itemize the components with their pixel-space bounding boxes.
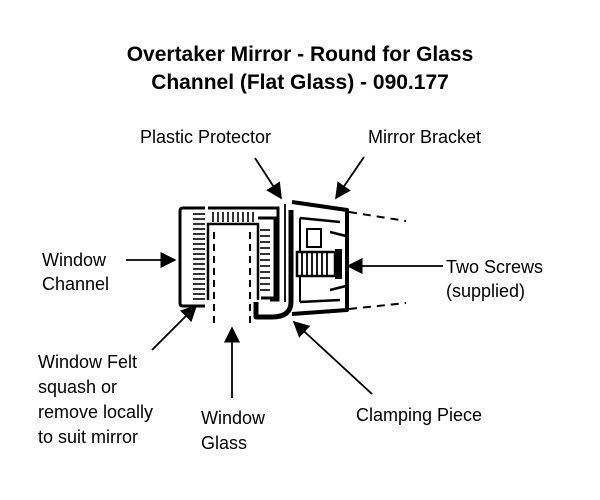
label-window-glass-line-2: Glass	[201, 433, 248, 453]
clamping-piece-arrow	[292, 320, 373, 395]
label-window-glass-line-1: Window	[201, 408, 266, 428]
label-window-channel-line-2: Channel	[42, 274, 110, 294]
diagram-title-line-1: Overtaker Mirror - Round for Glass	[126, 43, 474, 66]
label-window-felt-line-4: to suit mirror	[38, 427, 139, 447]
diagram-title-line-2: Channel (Flat Glass) - 090.177	[151, 71, 449, 94]
label-two-screws-line-1: Two Screws	[446, 257, 544, 277]
window-felt-arrow	[151, 304, 198, 351]
label-window-felt-line-1: Window Felt	[38, 352, 138, 372]
label-window-felt-line-2: squash or	[38, 377, 118, 397]
label-clamping-piece: Clamping Piece	[356, 405, 483, 425]
window-felt-hatching	[193, 212, 270, 300]
label-two-screws-line-2: (supplied)	[446, 281, 526, 301]
label-window-channel-line-1: Window	[42, 250, 107, 270]
clamping-piece-part	[253, 210, 294, 320]
label-window-felt-line-3: remove locally	[38, 402, 154, 422]
plastic-protector-arrow	[254, 157, 282, 200]
screw-part	[295, 228, 342, 279]
mirror-bracket-arrow	[335, 156, 365, 200]
label-mirror-bracket: Mirror Bracket	[368, 127, 482, 147]
clamping-piece-inner	[258, 216, 277, 300]
window-glass-part	[213, 232, 251, 326]
window-channel-part	[178, 206, 280, 308]
label-plastic-protector: Plastic Protector	[140, 127, 272, 147]
